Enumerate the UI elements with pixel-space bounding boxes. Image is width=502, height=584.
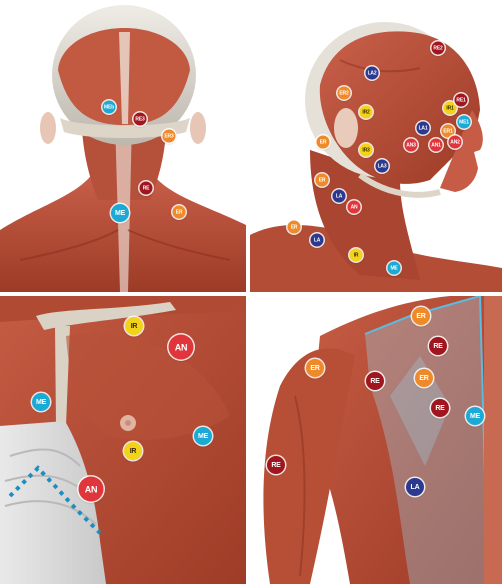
map-point[interactable]: LA2 bbox=[366, 67, 379, 80]
map-point[interactable]: IR bbox=[125, 317, 143, 335]
map-point[interactable]: LA bbox=[333, 190, 346, 203]
map-point[interactable]: ME bbox=[111, 204, 129, 222]
map-point[interactable]: ME bbox=[32, 393, 50, 411]
map-point[interactable]: LA bbox=[406, 478, 424, 496]
map-point[interactable]: ME1 bbox=[458, 116, 471, 129]
map-point[interactable]: RE3 bbox=[134, 113, 147, 126]
panel-chest: IR AN ME ME IR AN bbox=[0, 296, 246, 584]
map-point[interactable]: AN2 bbox=[449, 136, 462, 149]
map-point[interactable]: IR2 bbox=[360, 106, 373, 119]
panel-back-shoulder: ER RE ER RE ER RE ME RE LA bbox=[250, 296, 502, 584]
back-shoulder-illustration bbox=[250, 296, 502, 584]
map-point[interactable]: RE bbox=[431, 399, 449, 417]
map-point[interactable]: ER bbox=[173, 206, 186, 219]
map-point[interactable]: LA bbox=[311, 234, 324, 247]
map-point[interactable]: LA3 bbox=[376, 160, 389, 173]
map-point[interactable]: AN3 bbox=[405, 139, 418, 152]
map-point[interactable]: RE bbox=[140, 182, 153, 195]
map-point[interactable]: IR bbox=[350, 249, 363, 262]
map-point[interactable]: IR bbox=[124, 442, 142, 460]
map-point[interactable]: AN bbox=[169, 335, 194, 360]
map-point[interactable]: ME bbox=[466, 407, 484, 425]
map-point[interactable]: ER3 bbox=[163, 130, 176, 143]
map-point[interactable]: ME bbox=[388, 262, 401, 275]
map-point[interactable]: LA1 bbox=[417, 122, 430, 135]
map-point[interactable]: RE bbox=[366, 372, 384, 390]
back-of-head-illustration bbox=[0, 0, 246, 292]
panel-side-of-head: RE2 LA2 ER2 IR2 IR1 RE1 ME1 LA1 ER1 AN1 … bbox=[250, 0, 502, 292]
panel-back-of-head: MEb RE3 ER3 RE ME ER bbox=[0, 0, 246, 292]
map-point[interactable]: MEb bbox=[103, 101, 116, 114]
map-point[interactable]: IR3 bbox=[360, 144, 373, 157]
map-point[interactable]: ER bbox=[412, 307, 430, 325]
map-point[interactable]: AN bbox=[348, 201, 361, 214]
map-point[interactable]: ME bbox=[194, 427, 212, 445]
map-point[interactable]: ER bbox=[288, 221, 301, 234]
map-point[interactable]: ER bbox=[415, 369, 433, 387]
map-point[interactable]: AN1 bbox=[430, 139, 443, 152]
map-point[interactable]: ER bbox=[316, 174, 329, 187]
map-point[interactable]: RE2 bbox=[432, 42, 445, 55]
side-of-head-illustration bbox=[250, 0, 502, 292]
map-point[interactable]: RE bbox=[267, 456, 285, 474]
map-point[interactable]: RE1 bbox=[455, 94, 468, 107]
map-point[interactable]: ER bbox=[317, 136, 330, 149]
map-point[interactable]: RE bbox=[429, 337, 447, 355]
map-point[interactable]: ER bbox=[306, 359, 324, 377]
map-point[interactable]: ER2 bbox=[338, 87, 351, 100]
map-point[interactable]: AN bbox=[79, 477, 104, 502]
